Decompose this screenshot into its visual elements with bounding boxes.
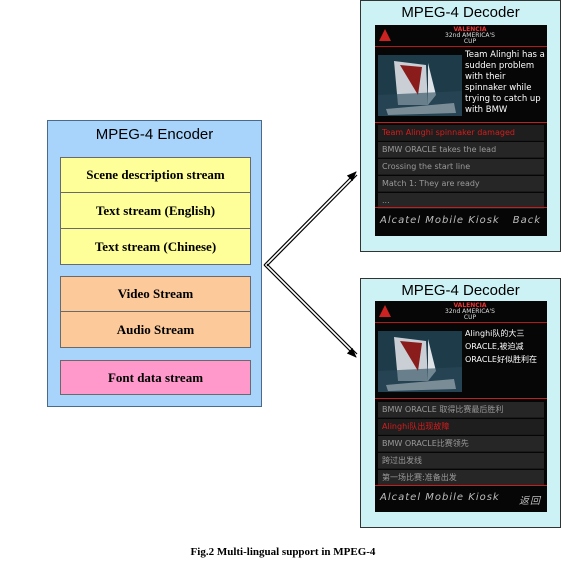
- sailboat-photo: [378, 55, 462, 116]
- back-softkey[interactable]: Back: [512, 215, 541, 226]
- america-cup-logo-icon: [379, 305, 391, 317]
- list-item[interactable]: BMW ORACLE 取得比赛最后胜利: [378, 402, 544, 418]
- list-item[interactable]: 跨过出发线: [378, 453, 544, 469]
- back-softkey[interactable]: 返回: [519, 496, 541, 507]
- arrow-to-english-decoder: [263, 171, 358, 267]
- banner: VALENCIA 32nd AMERICA'S CUP: [375, 301, 547, 323]
- divider: [375, 207, 547, 208]
- list-item[interactable]: BMW ORACLE比赛领先: [378, 436, 544, 452]
- divider: [375, 485, 547, 486]
- mpeg4-encoder-box: MPEG-4 Encoder Scene description stream …: [47, 120, 262, 407]
- font-data-stream: Font data stream: [60, 360, 251, 395]
- figure-caption: Fig.2 Multi-lingual support in MPEG-4: [190, 546, 376, 558]
- phone-screen-chinese: VALENCIA 32nd AMERICA'S CUP Alinghi队的大三 …: [375, 301, 547, 512]
- banner-line1: VALENCIA: [453, 302, 487, 309]
- list-item[interactable]: BMW ORACLE takes the lead: [378, 142, 544, 158]
- banner-line1: VALENCIA: [453, 26, 487, 33]
- text-stream-chinese: Text stream (Chinese): [60, 229, 251, 265]
- mpeg4-decoder-chinese: MPEG-4 Decoder VALENCIA 32nd AMERICA'S C…: [360, 278, 561, 528]
- banner-line3: CUP: [463, 314, 477, 321]
- video-stream: Video Stream: [60, 276, 251, 312]
- banner: VALENCIA 32nd AMERICA'S CUP: [375, 25, 547, 47]
- list-item[interactable]: ...: [378, 193, 544, 209]
- list-item[interactable]: 第一场比赛:准备出发: [378, 470, 544, 486]
- decoder-title: MPEG-4 Decoder: [401, 4, 520, 21]
- headline-list: Team Alinghi spinnaker damaged BMW ORACL…: [378, 125, 544, 210]
- news-text: Alinghi队的大三 ORACLE,被迫减 ORACLE好似胜利在: [465, 329, 537, 364]
- list-item[interactable]: Team Alinghi spinnaker damaged: [378, 125, 544, 141]
- softkey-left[interactable]: Alcatel Mobile Kiosk: [380, 492, 500, 503]
- decoder-title: MPEG-4 Decoder: [401, 282, 520, 299]
- sailboat-photo: [378, 331, 462, 392]
- phone-screen-english: VALENCIA 32nd AMERICA'S CUP Team Alinghi…: [375, 25, 547, 236]
- list-item[interactable]: Match 1: They are ready: [378, 176, 544, 192]
- divider: [375, 398, 547, 399]
- banner-line2: 32nd AMERICA'S: [445, 308, 495, 315]
- banner-line2: 32nd AMERICA'S: [445, 32, 495, 39]
- headline-list: BMW ORACLE 取得比赛最后胜利 Alinghi队出现故障 BMW ORA…: [378, 402, 544, 487]
- mpeg4-decoder-english: MPEG-4 Decoder VALENCIA 32nd AMERICA'S C…: [360, 0, 561, 252]
- arrow-to-chinese-decoder: [263, 263, 358, 358]
- audio-stream: Audio Stream: [60, 312, 251, 348]
- text-stream-english: Text stream (English): [60, 193, 251, 229]
- softkey-left[interactable]: Alcatel Mobile Kiosk: [380, 215, 500, 226]
- list-item[interactable]: Crossing the start line: [378, 159, 544, 175]
- america-cup-logo-icon: [379, 29, 391, 41]
- news-text: Team Alinghi has a sudden problem with t…: [465, 50, 545, 115]
- encoder-title: MPEG-4 Encoder: [95, 126, 214, 143]
- banner-line3: CUP: [463, 38, 477, 45]
- list-item[interactable]: Alinghi队出现故障: [378, 419, 544, 435]
- scene-description-stream: Scene description stream: [60, 157, 251, 193]
- divider: [375, 122, 547, 123]
